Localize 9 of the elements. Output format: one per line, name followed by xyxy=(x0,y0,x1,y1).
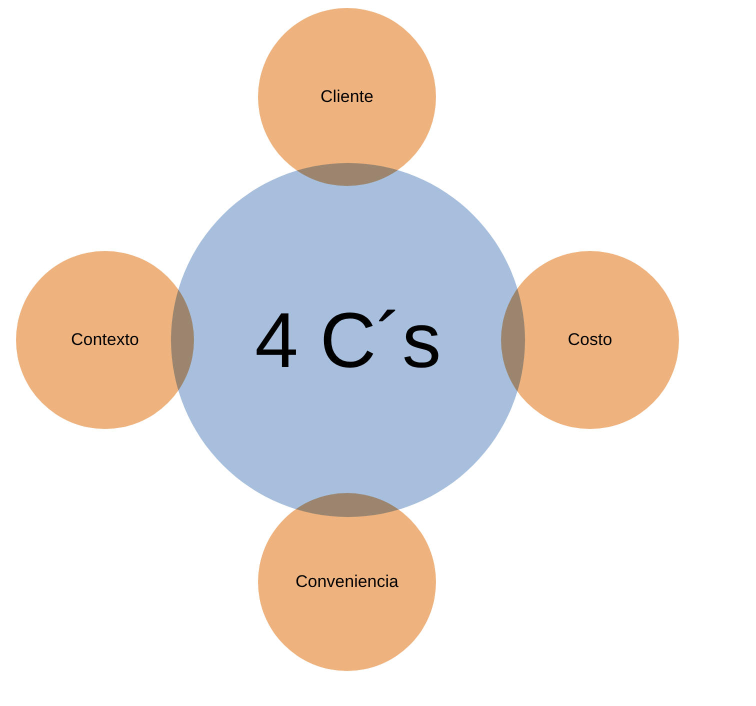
node-label: 4 C´s xyxy=(254,294,442,386)
outer-circle xyxy=(257,7,437,187)
outer-circle xyxy=(15,250,195,430)
node-label: Costo xyxy=(568,330,612,350)
node-label: Conveniencia xyxy=(295,572,398,592)
outer-circle xyxy=(500,250,680,430)
outer-circle xyxy=(257,492,437,672)
node-label: Cliente xyxy=(320,87,374,107)
node-label: Contexto xyxy=(70,330,140,350)
